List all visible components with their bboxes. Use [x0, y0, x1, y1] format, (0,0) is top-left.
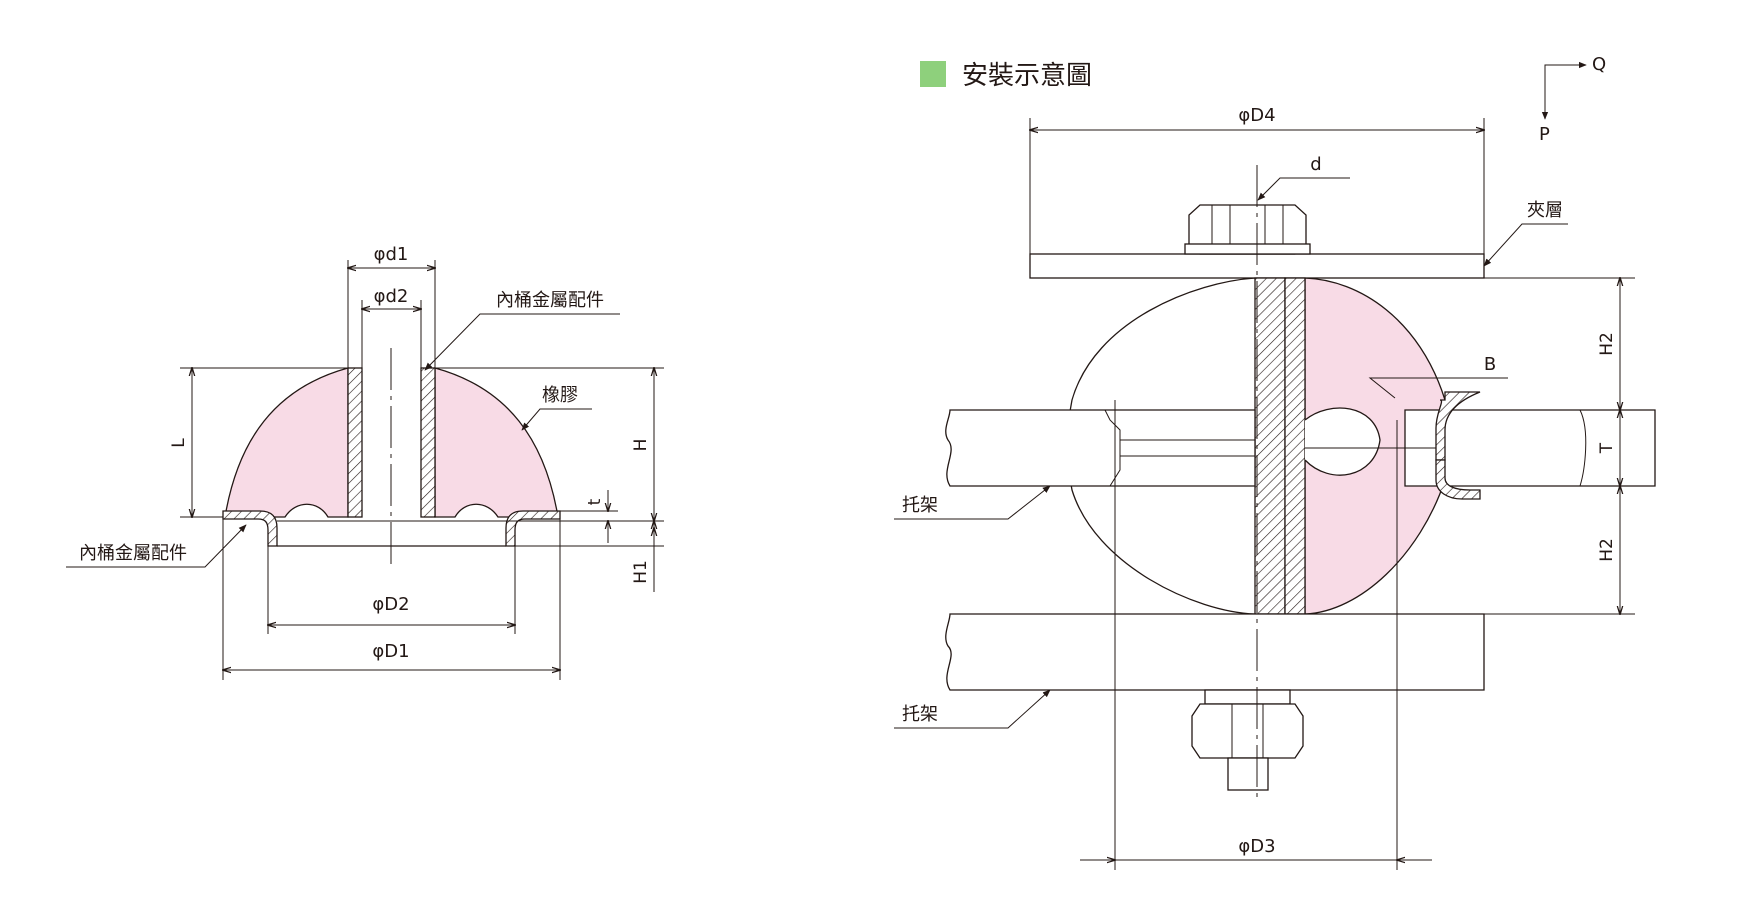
bottom-nut	[1191, 703, 1304, 759]
mount-flange-lower	[1435, 459, 1481, 500]
right-view: 安裝示意圖 Q P φD4	[894, 54, 1656, 870]
inner-fitting-left-leader	[66, 524, 247, 568]
inner-tube-wall-right	[420, 367, 436, 518]
left-view: φd1 φd2 內桶金屬配件 橡膠 L H t H1	[66, 244, 664, 680]
lower-bracket-label: 托架	[902, 704, 938, 725]
B-label: B	[1484, 354, 1496, 375]
d1-label: φd1	[374, 244, 409, 265]
q-axis-label: Q	[1592, 54, 1606, 75]
H2-bottom-label: H2	[1597, 538, 1617, 562]
q-axis-arrow	[1544, 61, 1587, 117]
D2-label: φD2	[372, 594, 409, 615]
legend-swatch	[920, 61, 946, 87]
T-label: T	[1597, 442, 1617, 454]
base-flange-right	[505, 510, 561, 547]
lower-bracket-leader	[894, 689, 1051, 729]
bolt-tip	[1227, 757, 1269, 791]
lower-bracket	[945, 613, 1485, 691]
rubber-body	[224, 367, 349, 518]
H1-label: H1	[631, 560, 651, 584]
upper-bracket-label: 托架	[902, 495, 938, 516]
D3-label: φD3	[1238, 836, 1275, 857]
rubber-leader	[521, 408, 592, 431]
D1-label: φD1	[372, 641, 409, 662]
d2-label: φd2	[374, 286, 409, 307]
B-leader	[1368, 377, 1508, 399]
d-leader	[1257, 177, 1350, 201]
inner-tube-wall-left	[347, 367, 363, 518]
inner-fitting-top-leader	[424, 313, 620, 371]
H2-top-label: H2	[1597, 332, 1617, 356]
d-label: d	[1310, 154, 1321, 175]
t-label: t	[585, 498, 605, 505]
upper-bracket	[945, 409, 1256, 487]
mount-inner-tube	[1284, 277, 1306, 615]
rubber-body-right	[434, 367, 559, 518]
H-label: H	[631, 439, 651, 452]
layer-leader	[1483, 223, 1568, 267]
inner-fitting-top-label: 內桶金屬配件	[496, 290, 604, 311]
layer-label: 夾層	[1527, 200, 1563, 221]
p-axis-label: P	[1539, 124, 1550, 145]
bolt-shank	[1254, 277, 1286, 615]
L-label: L	[169, 438, 189, 448]
legend-label: 安裝示意圖	[962, 61, 1092, 91]
mount-flange-upper	[1435, 391, 1481, 461]
inner-fitting-left-label: 內桶金屬配件	[79, 543, 187, 564]
D4-label: φD4	[1238, 105, 1275, 126]
upper-bracket-leader	[894, 485, 1051, 520]
washer	[1204, 689, 1291, 705]
rubber-label: 橡膠	[542, 385, 578, 406]
